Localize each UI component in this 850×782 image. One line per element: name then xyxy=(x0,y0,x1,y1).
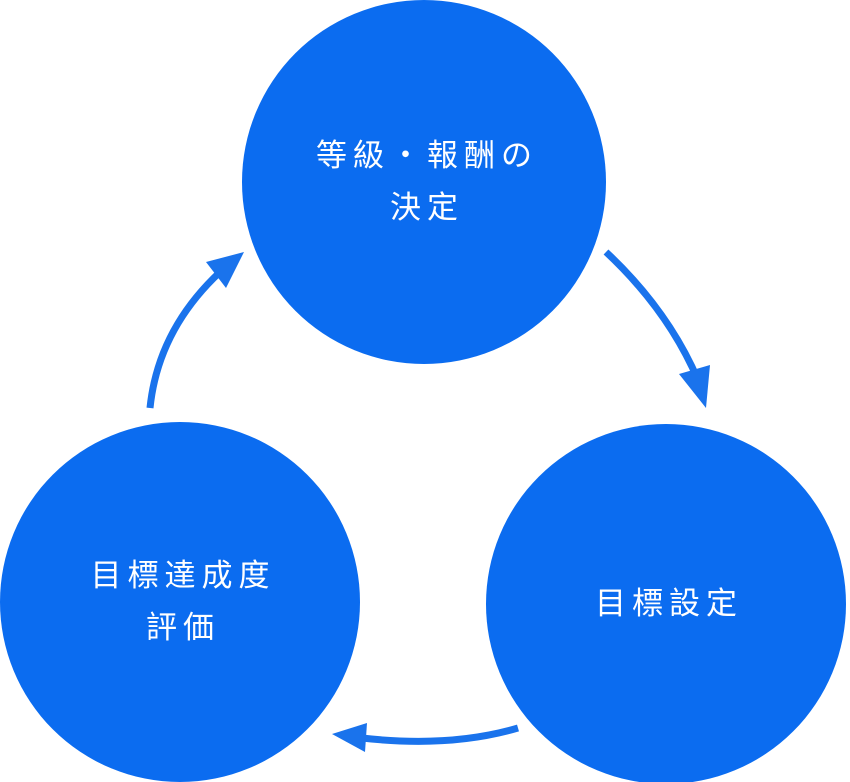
arrow-top-to-right-curve xyxy=(603,249,702,382)
node-label-line: 決定 xyxy=(390,190,464,226)
node-goal-setting: 目標設定 xyxy=(486,424,846,782)
node-label-line: 目標達成度 xyxy=(90,558,276,594)
node-label-line: 評価 xyxy=(146,610,220,646)
node-label-line: 等級・報酬の xyxy=(316,138,538,174)
node-grade-and-compensation-decision: 等級・報酬の 決定 xyxy=(242,0,606,364)
node-goal-achievement-evaluation: 目標達成度 評価 xyxy=(0,422,360,782)
arrow-right-to-left xyxy=(332,723,519,752)
arrow-right-to-left-curve xyxy=(361,724,519,745)
node-label-line: 目標設定 xyxy=(595,586,743,622)
arrow-top-to-right-head xyxy=(679,365,710,408)
arrow-top-to-right xyxy=(603,249,710,408)
arrow-left-to-top-head xyxy=(206,252,244,288)
arrow-right-to-left-head xyxy=(332,723,367,752)
arrow-left-to-top-curve xyxy=(146,269,223,409)
arrow-left-to-top xyxy=(146,252,244,409)
